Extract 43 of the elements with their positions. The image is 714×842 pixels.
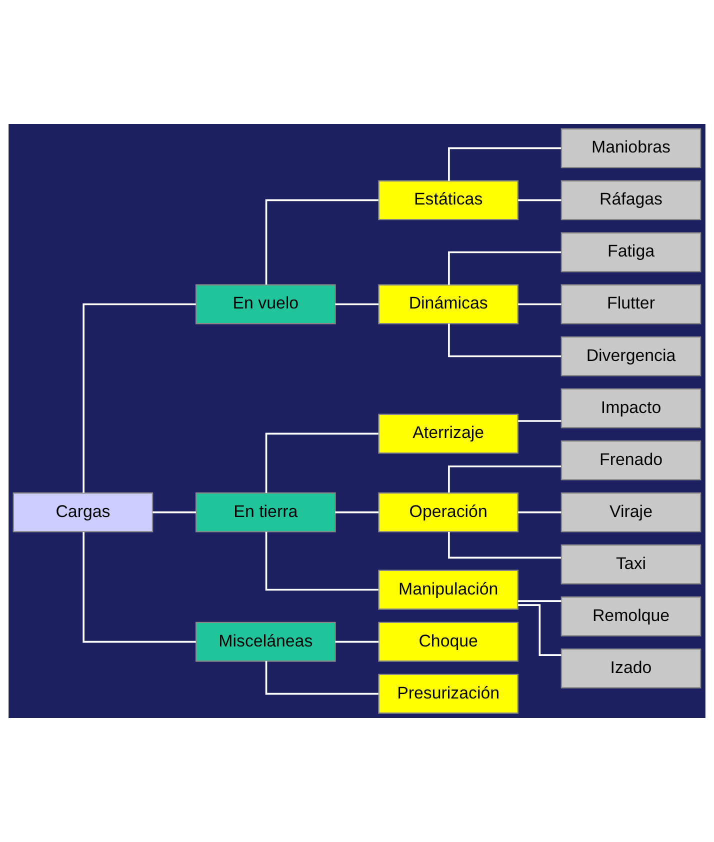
node-box: Manipulación: [378, 570, 518, 610]
node-box: Choque: [378, 622, 518, 662]
node-box: Flutter: [560, 284, 702, 324]
connector: [265, 661, 378, 695]
connector: [518, 420, 562, 422]
node-box: Izado: [560, 648, 702, 688]
node-box: Maniobras: [560, 128, 702, 168]
connector: [448, 532, 562, 559]
connector: [335, 511, 379, 514]
node-box: Impacto: [560, 388, 702, 428]
node-box: Divergencia: [560, 336, 702, 376]
connector: [82, 303, 196, 493]
node-box: Aterrizaje: [378, 414, 518, 454]
node-box: Presurización: [378, 674, 518, 714]
node-box: En vuelo: [196, 284, 336, 324]
node-box: Ráfagas: [560, 180, 702, 220]
connector: [518, 600, 562, 602]
connector: [448, 324, 562, 358]
node-box: Estáticas: [378, 180, 518, 220]
node-box: Fatiga: [560, 232, 702, 272]
node-box: Operación: [378, 492, 518, 532]
connector: [82, 532, 196, 643]
connector: [448, 465, 562, 493]
connector: [265, 199, 378, 285]
node-box: Misceláneas: [196, 622, 336, 662]
connector: [448, 147, 562, 181]
connector: [335, 640, 379, 643]
node-box: Cargas: [12, 492, 154, 532]
connector: [335, 303, 379, 306]
connector: [518, 511, 562, 514]
connector: [518, 604, 562, 656]
connector: [265, 532, 378, 591]
node-box: Taxi: [560, 544, 702, 584]
connector: [518, 199, 562, 202]
connector: [448, 251, 562, 285]
node-box: Remolque: [560, 596, 702, 636]
connector: [152, 511, 196, 514]
node-box: En tierra: [196, 492, 336, 532]
node-box: Dinámicas: [378, 284, 518, 324]
connector: [518, 303, 562, 306]
node-box: Frenado: [560, 440, 702, 480]
node-box: Viraje: [560, 492, 702, 532]
connector: [265, 432, 378, 493]
